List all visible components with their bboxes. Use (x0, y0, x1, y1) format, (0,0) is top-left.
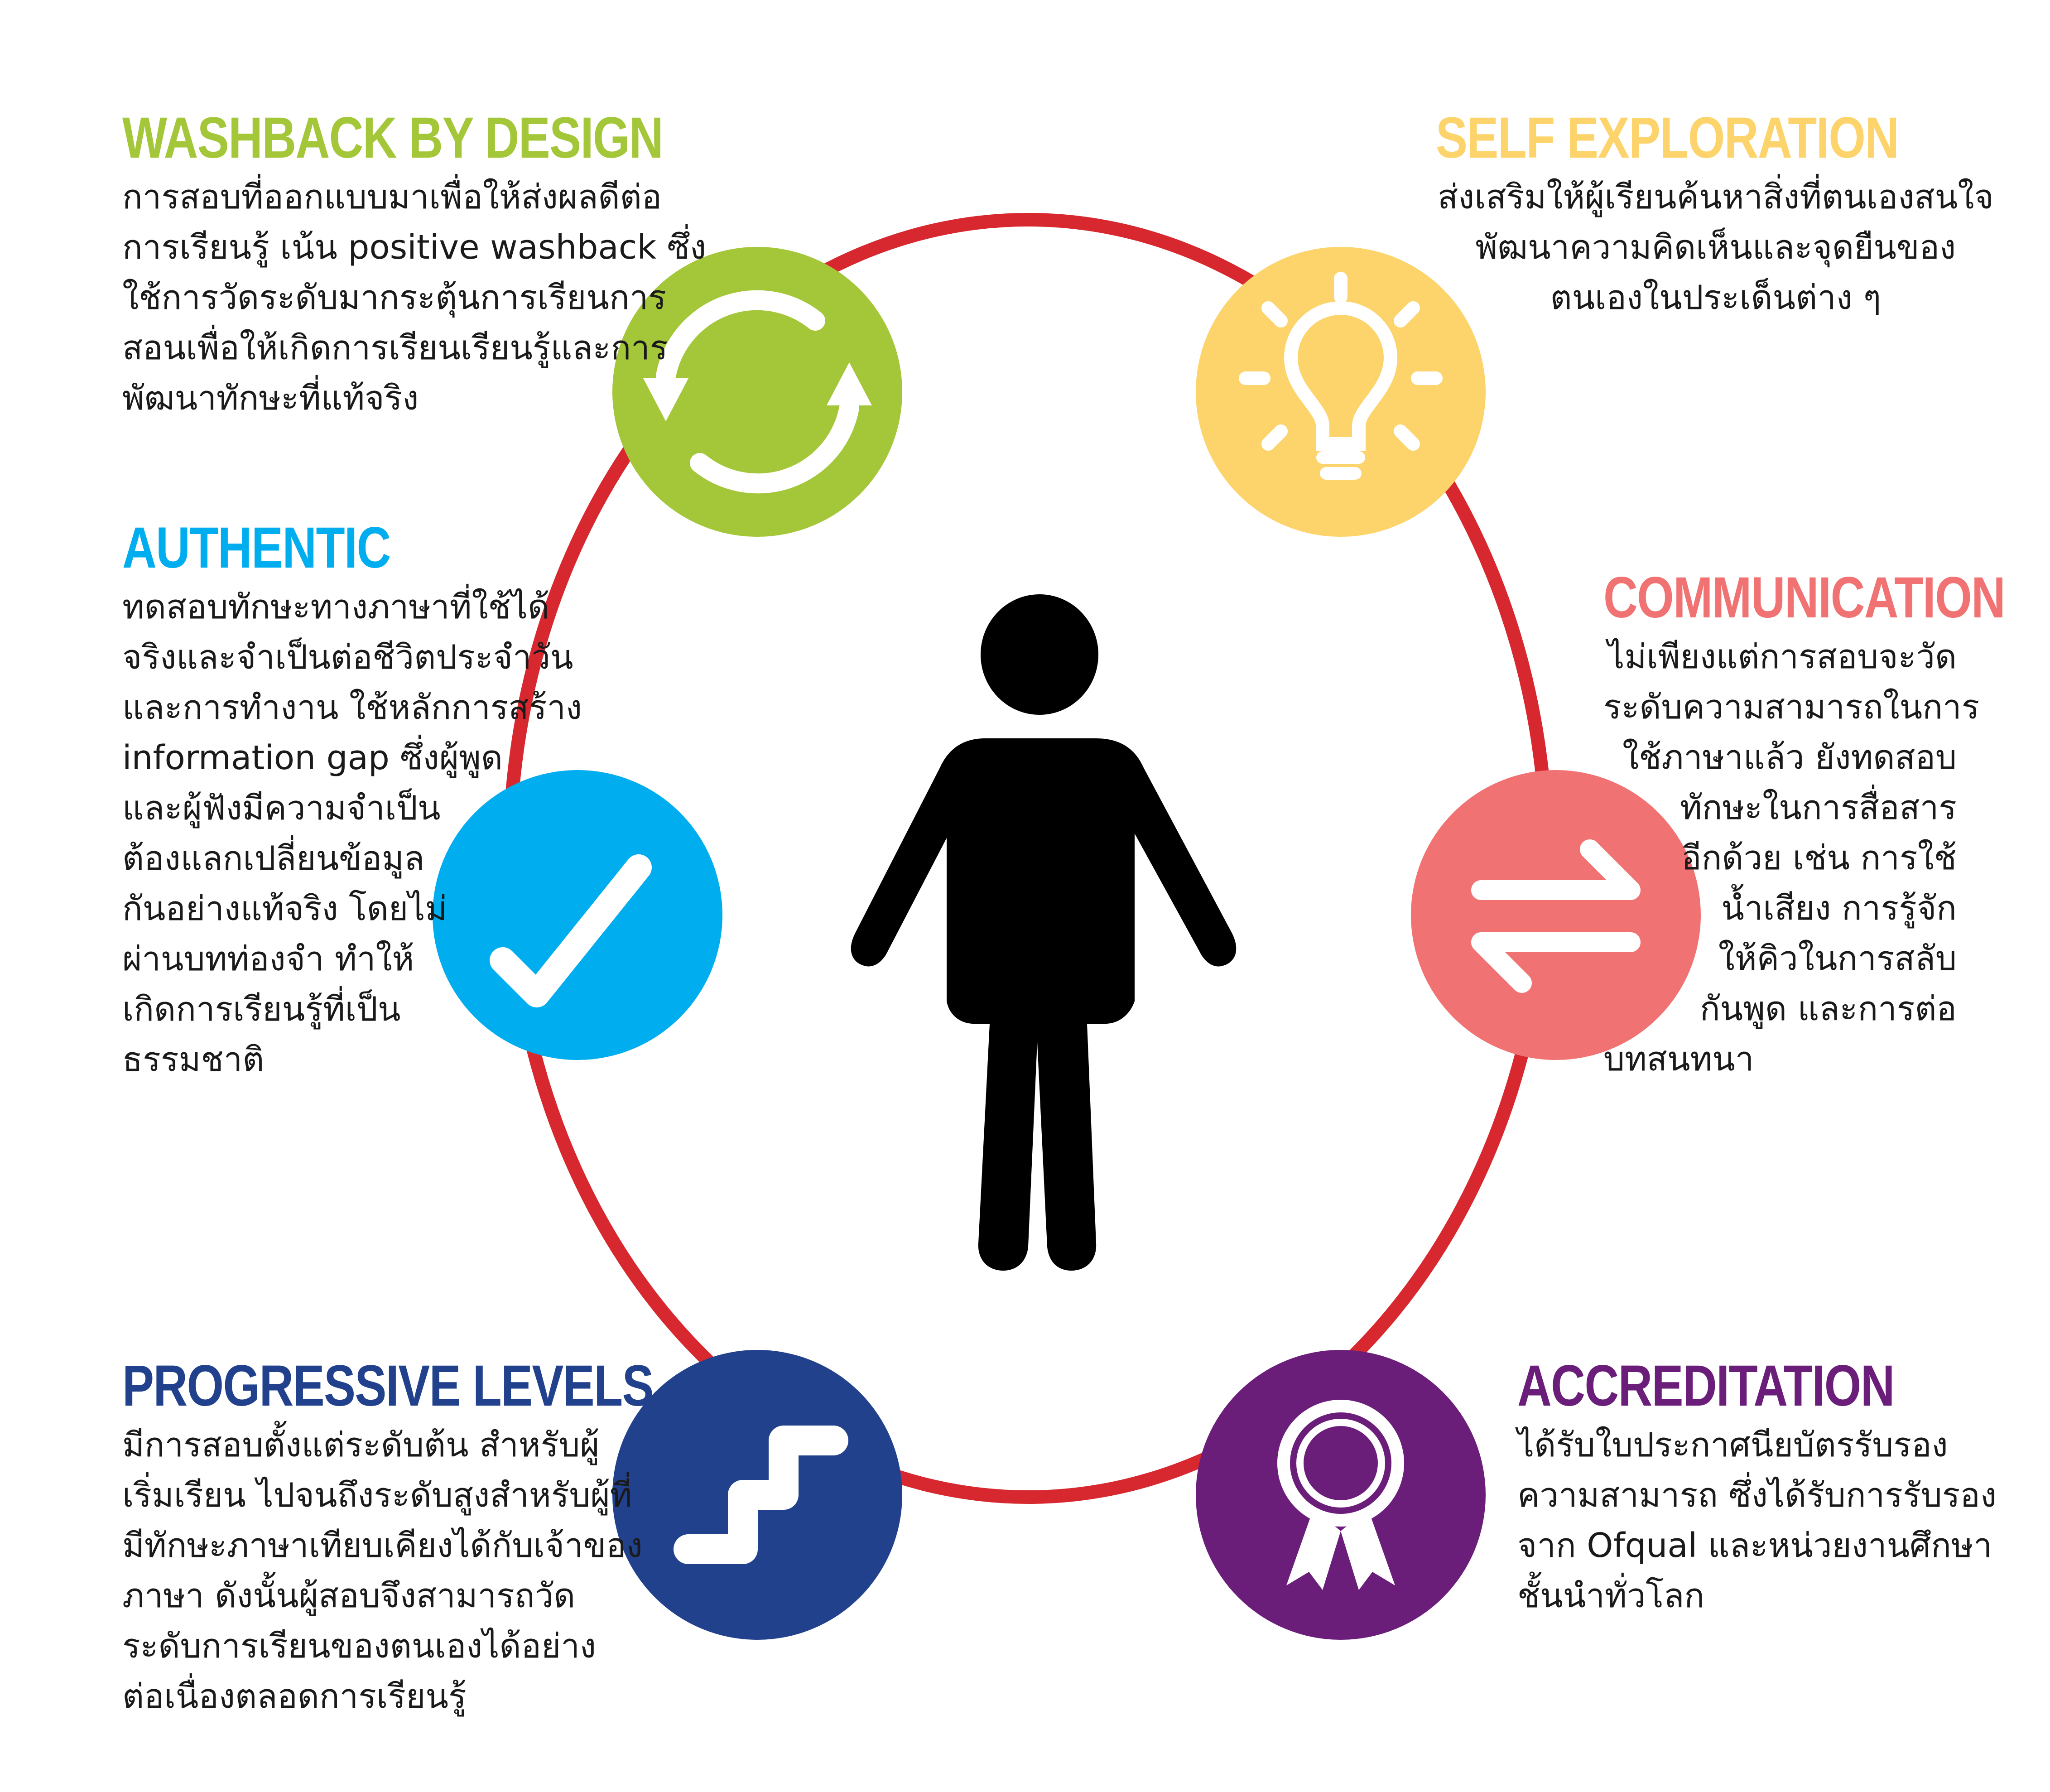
communication-line: กันพูด และการต่อ (1699, 989, 1957, 1028)
accreditation-line: ชั้นนำทั่วโลก (1517, 1576, 1705, 1615)
accreditation-line: ความสามารถ ซึ่งได้รับการรับรอง (1517, 1476, 1997, 1515)
communication-line: น้ำเสียง การรู้จัก (1721, 889, 1957, 928)
washback-node (612, 247, 902, 537)
washback-title: WASHBACK BY DESIGN (122, 106, 664, 170)
communication-line: ทักษะในการสื่อสาร (1679, 788, 1957, 827)
authentic-line: เกิดการเรียนรู้ที่เป็น (122, 990, 401, 1029)
communication-node (1411, 770, 1701, 1060)
self-exploration-circle (1196, 247, 1486, 537)
self-exploration-description: ส่งเสริมให้ผู้เรียนค้นหาสิ่งที่ตนเองสนใจ… (1431, 172, 2000, 323)
authentic-text-block: AUTHENTIC ทดสอบทักษะทางภาษาที่ใช้ได้ จริ… (122, 514, 582, 1085)
progressive-line: เริ่มเรียน ไปจนถึงระดับสูงสำหรับผู้ที่ (122, 1476, 632, 1515)
communication-line: บทสนทนา (1603, 1040, 1754, 1079)
communication-text-block: COMMUNICATION ไม่เพียงแต่การสอบจะวัด ระด… (1603, 564, 2006, 1084)
authentic-line: และผู้ฟังมีความจำเป็น (122, 789, 441, 828)
accreditation-title: ACCREDITATION (1517, 1354, 1895, 1418)
progressive-title: PROGRESSIVE LEVELS (122, 1354, 654, 1418)
progressive-text-block: PROGRESSIVE LEVELS มีการสอบตั้งแต่ระดับต… (122, 1352, 770, 1722)
communication-line: ให้คิวในการสลับ (1718, 939, 1957, 978)
authentic-line: ผ่านบทท่องจำ ทำให้ (122, 939, 414, 978)
communication-description: ไม่เพียงแต่การสอบจะวัด ระดับความสามารถใน… (1603, 632, 1980, 1084)
stairs-icon (674, 1426, 848, 1564)
progressive-line: ระดับการเรียนของตนเองได้อย่าง (122, 1627, 597, 1666)
self-exploration-line: ตนเองในประเด็นต่าง ๆ (1550, 278, 1882, 317)
progressive-line: ภาษา ดังนั้นผู้สอบจึงสามารถวัด (122, 1576, 576, 1615)
progressive-line: ต่อเนื่องตลอดการเรียนรู้ (122, 1677, 467, 1716)
progressive-node (612, 1350, 902, 1640)
authentic-line: information gap ซึ่งผู้พูด (122, 738, 503, 777)
washback-line: พัฒนาทักษะที่แท้จริง (122, 379, 419, 418)
communication-line: ใช้ภาษาแล้ว ยังทดสอบ (1622, 738, 1957, 777)
communication-circle (1411, 770, 1701, 1060)
self-exploration-line: พัฒนาความคิดเห็นและจุดยืนของ (1475, 228, 1956, 267)
self-exploration-node (1196, 247, 1486, 537)
authentic-line: จริงและจำเป็นต่อชีวิตประจำวัน (122, 638, 573, 677)
person-icon (851, 594, 1237, 1271)
refresh-cycle-icon (656, 290, 859, 494)
accreditation-text-block: ACCREDITATION ได้รับใบประกาศนียบัตรรับรอ… (1517, 1352, 1997, 1621)
washback-line: ใช้การวัดระดับมากระตุ้นการเรียนการ (122, 278, 667, 317)
washback-line: สอนเพื่อให้เกิดการเรียนเรียนรู้และการ (122, 328, 668, 367)
self-exploration-title: SELF EXPLORATION (1436, 106, 1899, 170)
authentic-line: และการทำงาน ใช้หลักการสร้าง (122, 688, 582, 727)
progressive-line: มีการสอบตั้งแต่ระดับต้น สำหรับผู้ (122, 1426, 600, 1464)
lightbulb-icon (1239, 272, 1443, 480)
exchange-arrows-icon (1471, 839, 1641, 993)
washback-description: การสอบที่ออกแบบมาเพื่อให้ส่งผลดีต่อ การเ… (122, 172, 781, 424)
washback-line: การสอบที่ออกแบบมาเพื่อให้ส่งผลดีต่อ (122, 178, 662, 217)
progressive-line: มีทักษะภาษาเทียบเคียงได้กับเจ้าของ (122, 1526, 643, 1565)
washback-line: การเรียนรู้ เน้น positive washback ซึ่ง (122, 228, 707, 267)
authentic-circle (433, 770, 722, 1060)
accreditation-line: ได้รับใบประกาศนียบัตรรับรอง (1517, 1426, 1948, 1464)
authentic-node (433, 770, 722, 1060)
self-exploration-line: ส่งเสริมให้ผู้เรียนค้นหาสิ่งที่ตนเองสนใจ (1437, 178, 1994, 217)
accreditation-description: ได้รับใบประกาศนียบัตรรับรอง ความสามารถ ซ… (1517, 1420, 1997, 1621)
authentic-line: ทดสอบทักษะทางภาษาที่ใช้ได้ (122, 588, 550, 626)
accreditation-node (1196, 1350, 1486, 1640)
award-ribbon-icon (1277, 1400, 1404, 1590)
authentic-line: กันอย่างแท้จริง โดยไม่ (122, 889, 448, 928)
progressive-description: มีการสอบตั้งแต่ระดับต้น สำหรับผู้ เริ่มเ… (122, 1420, 770, 1722)
self-exploration-text-block: SELF EXPLORATION ส่งเสริมให้ผู้เรียนค้นห… (1436, 104, 2000, 323)
communication-title: COMMUNICATION (1603, 565, 2006, 630)
washback-text-block: WASHBACK BY DESIGN การสอบที่ออกแบบมาเพื่… (122, 104, 781, 424)
communication-line: ระดับความสามารถในการ (1603, 688, 1980, 727)
washback-circle (612, 247, 902, 537)
authentic-line: ธรรมชาติ (122, 1040, 265, 1079)
checkmark-icon (490, 854, 652, 1007)
authentic-description: ทดสอบทักษะทางภาษาที่ใช้ได้ จริงและจำเป็น… (122, 582, 582, 1085)
authentic-title: AUTHENTIC (122, 515, 391, 580)
communication-line: ไม่เพียงแต่การสอบจะวัด (1607, 637, 1957, 676)
accreditation-line: จาก Ofqual และหน่วยงานศึกษา (1517, 1526, 1992, 1565)
communication-line: อีกด้วย เช่น การใช้ (1681, 838, 1957, 877)
authentic-line: ต้องแลกเปลี่ยนข้อมูล (122, 839, 425, 878)
